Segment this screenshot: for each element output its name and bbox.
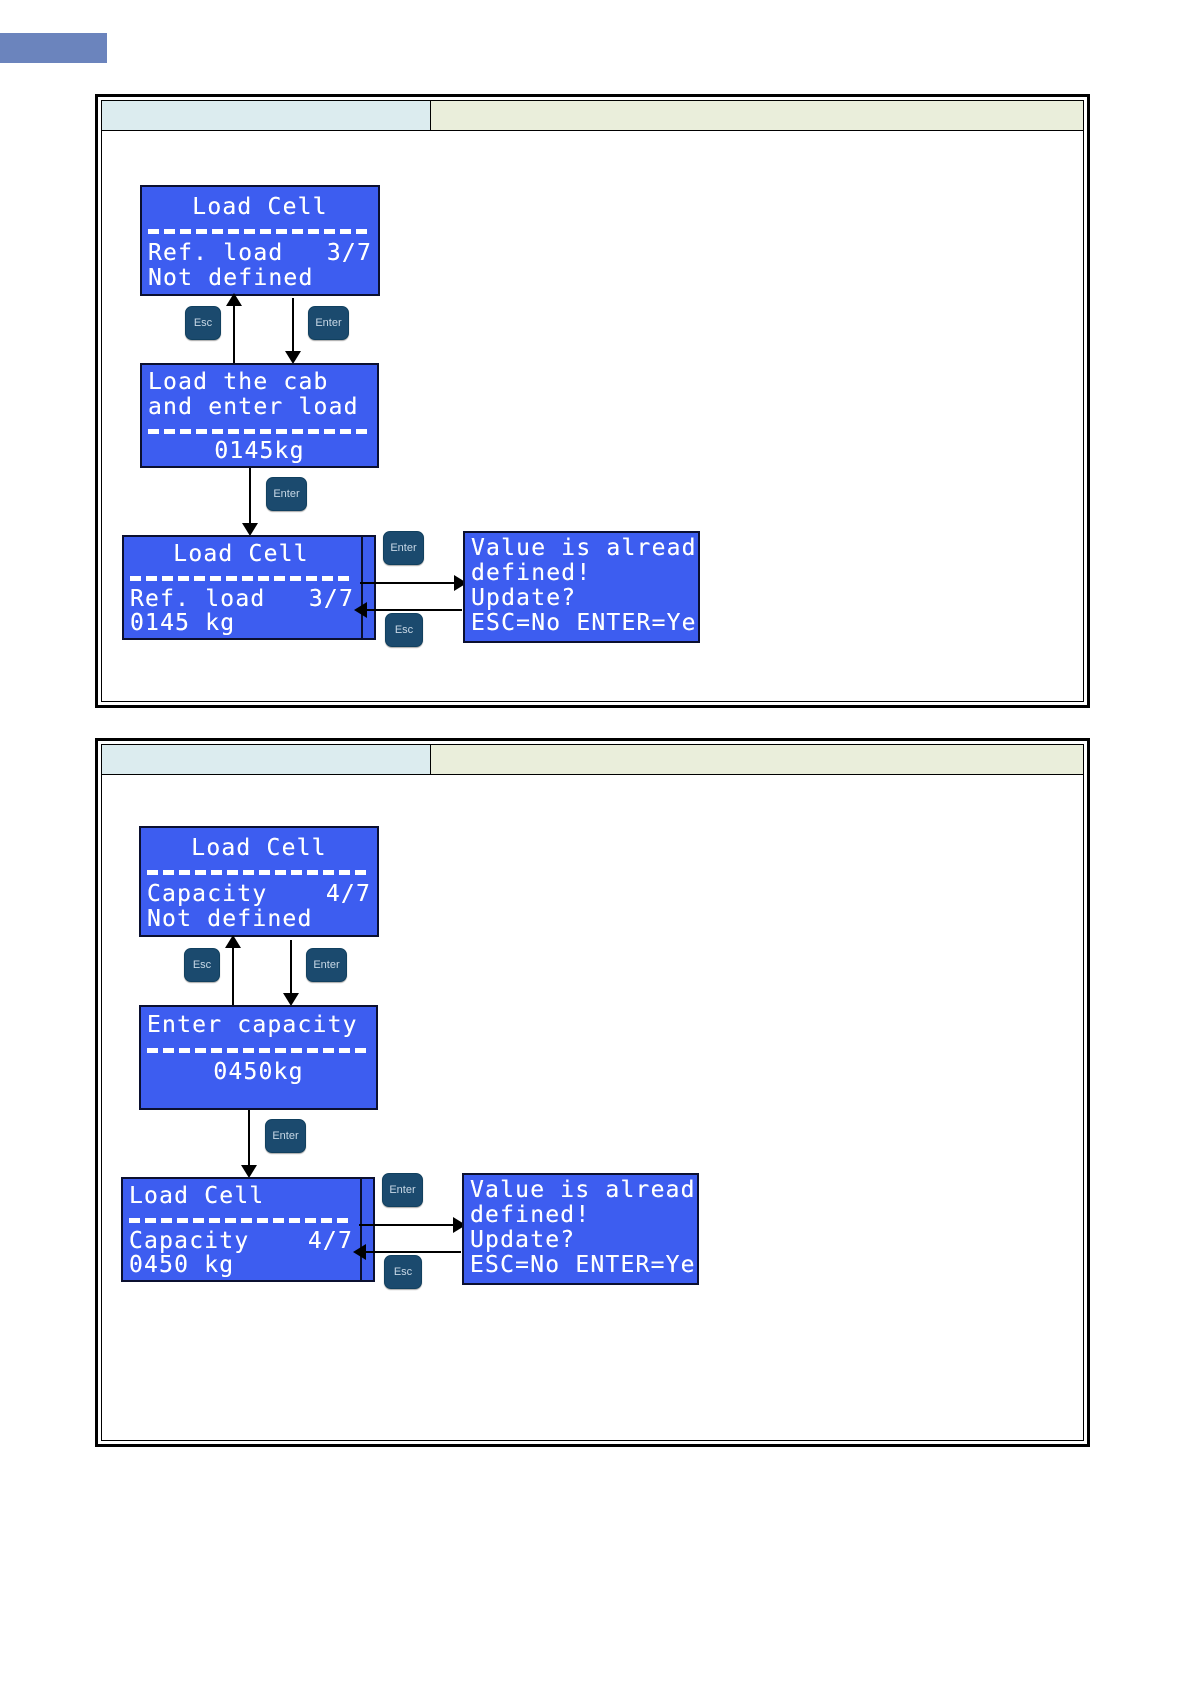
lcd-separator: [148, 229, 372, 234]
lcd-enter-capacity-prompt: Enter capacity 0450kg: [139, 1005, 378, 1110]
key-enter[interactable]: Enter: [308, 306, 349, 340]
arrow-up-head: [225, 935, 241, 948]
lcd-prompt-separator: [148, 429, 371, 434]
lcd-dialog-line1: Value is already: [471, 535, 700, 561]
section-header-right-cell: [431, 745, 1083, 774]
section-header-row: [102, 745, 1083, 775]
lcd-prompt-line2: and enter load: [148, 394, 359, 420]
key-enter-2[interactable]: Enter: [266, 477, 307, 511]
lcd-dialog-line2: defined!: [470, 1202, 591, 1228]
arrow-down-line: [290, 940, 292, 996]
lcd-dialog-line3: Update?: [470, 1227, 576, 1253]
capacity-section: Load Cell Capacity 4/7 Not defined Esc E…: [95, 738, 1090, 1447]
arrow-enter-head: [241, 1165, 257, 1178]
section-canvas: Load Cell Ref. load 3/7 Not defined Esc …: [102, 131, 1083, 701]
lcd-confirm-label: Capacity: [129, 1228, 250, 1254]
lcd-confirm-value: 0145 kg: [130, 610, 236, 636]
key-esc-2[interactable]: Esc: [385, 613, 423, 647]
arrow-enter-head: [242, 523, 258, 536]
lcd-confirm-index: 3/7: [308, 586, 354, 612]
section-header-right-cell: [431, 101, 1083, 130]
key-esc[interactable]: Esc: [184, 948, 220, 982]
lcd-confirm-separator: [129, 1218, 353, 1223]
arrow-down-head: [285, 351, 301, 364]
lcd-capacity-menu: Load Cell Capacity 4/7 Not defined: [139, 826, 379, 937]
key-enter-3[interactable]: Enter: [383, 531, 424, 565]
lcd-menu-index: 4/7: [325, 881, 371, 907]
arrow-up-line: [232, 945, 234, 1005]
ref-load-section: Load Cell Ref. load 3/7 Not defined Esc …: [95, 94, 1090, 708]
lcd-menu-row: Capacity 4/7: [141, 882, 377, 907]
lcd-dialog-line4: ESC=No ENTER=Yes: [470, 1252, 699, 1278]
section-canvas: Load Cell Capacity 4/7 Not defined Esc E…: [102, 775, 1083, 1440]
lcd-ref-load-menu: Load Cell Ref. load 3/7 Not defined: [140, 185, 380, 296]
key-enter-3[interactable]: Enter: [382, 1173, 423, 1207]
key-esc-2[interactable]: Esc: [384, 1255, 422, 1289]
lcd-prompt-value: 0145kg: [214, 438, 305, 464]
lcd-dialog-line3: Update?: [471, 585, 577, 611]
lcd-scroll-column[interactable]: [360, 1179, 373, 1280]
lcd-scroll-column[interactable]: [361, 537, 374, 638]
lcd-menu-label: Ref. load: [148, 240, 284, 266]
lcd-capacity-confirm: Load Cell Capacity 4/7 0450 kg: [121, 1177, 375, 1282]
key-esc[interactable]: Esc: [185, 306, 221, 340]
arrow-down-line: [292, 298, 294, 354]
section-header-row: [102, 101, 1083, 131]
lcd-confirm-row: Capacity 4/7: [123, 1229, 359, 1254]
section-header-left-cell: [102, 101, 431, 130]
lcd-update-dialog: Value is already defined! Update? ESC=No…: [463, 531, 700, 643]
lcd-confirm-index: 4/7: [307, 1228, 353, 1254]
lcd-confirm-row: Ref. load 3/7: [124, 587, 360, 612]
arrow-enter-line: [249, 468, 251, 526]
lcd-prompt-line1: Enter capacity: [147, 1012, 358, 1038]
key-enter[interactable]: Enter: [306, 948, 347, 982]
lcd-confirm-value: 0450 kg: [129, 1252, 235, 1278]
lcd-confirm-separator: [130, 576, 354, 581]
lcd-confirm-label: Ref. load: [130, 586, 266, 612]
lcd-dialog-line4: ESC=No ENTER=Yes: [471, 610, 700, 636]
lcd-title: Load Cell: [192, 194, 328, 220]
lcd-dialog-line2: defined!: [471, 560, 592, 586]
arrow-up-head: [226, 293, 242, 306]
arrow-up-line: [233, 303, 235, 363]
accent-bar: [0, 33, 107, 63]
arrow-enter-line: [248, 1110, 250, 1168]
arrow-from-dialog-head: [354, 602, 367, 618]
section-inner: Load Cell Capacity 4/7 Not defined Esc E…: [101, 744, 1084, 1441]
lcd-update-dialog: Value is already defined! Update? ESC=No…: [462, 1173, 699, 1285]
arrow-from-dialog-head: [353, 1244, 366, 1260]
lcd-confirm-title: Load Cell: [129, 1183, 265, 1209]
lcd-menu-status: Not defined: [147, 906, 313, 932]
lcd-separator: [147, 870, 371, 875]
arrow-from-dialog-line: [364, 609, 462, 611]
section-inner: Load Cell Ref. load 3/7 Not defined Esc …: [101, 100, 1084, 702]
lcd-ref-load-confirm: Load Cell Ref. load 3/7 0145 kg: [122, 535, 376, 640]
lcd-menu-row: Ref. load 3/7: [142, 241, 378, 266]
lcd-menu-status: Not defined: [148, 265, 314, 291]
lcd-prompt-separator: [147, 1048, 370, 1053]
lcd-load-cab-prompt: Load the cab and enter load 0145kg: [140, 363, 379, 468]
arrow-to-dialog-line: [360, 582, 458, 584]
arrow-from-dialog-line: [363, 1251, 461, 1253]
lcd-prompt-value: 0450kg: [213, 1059, 304, 1085]
lcd-confirm-title: Load Cell: [173, 541, 309, 567]
section-header-left-cell: [102, 745, 431, 774]
lcd-title: Load Cell: [191, 835, 327, 861]
key-enter-2[interactable]: Enter: [265, 1119, 306, 1153]
lcd-dialog-line1: Value is already: [470, 1177, 699, 1203]
lcd-menu-label: Capacity: [147, 881, 268, 907]
arrow-down-head: [283, 993, 299, 1006]
arrow-to-dialog-line: [359, 1224, 457, 1226]
lcd-menu-index: 3/7: [326, 240, 372, 266]
lcd-prompt-line1: Load the cab: [148, 369, 329, 395]
